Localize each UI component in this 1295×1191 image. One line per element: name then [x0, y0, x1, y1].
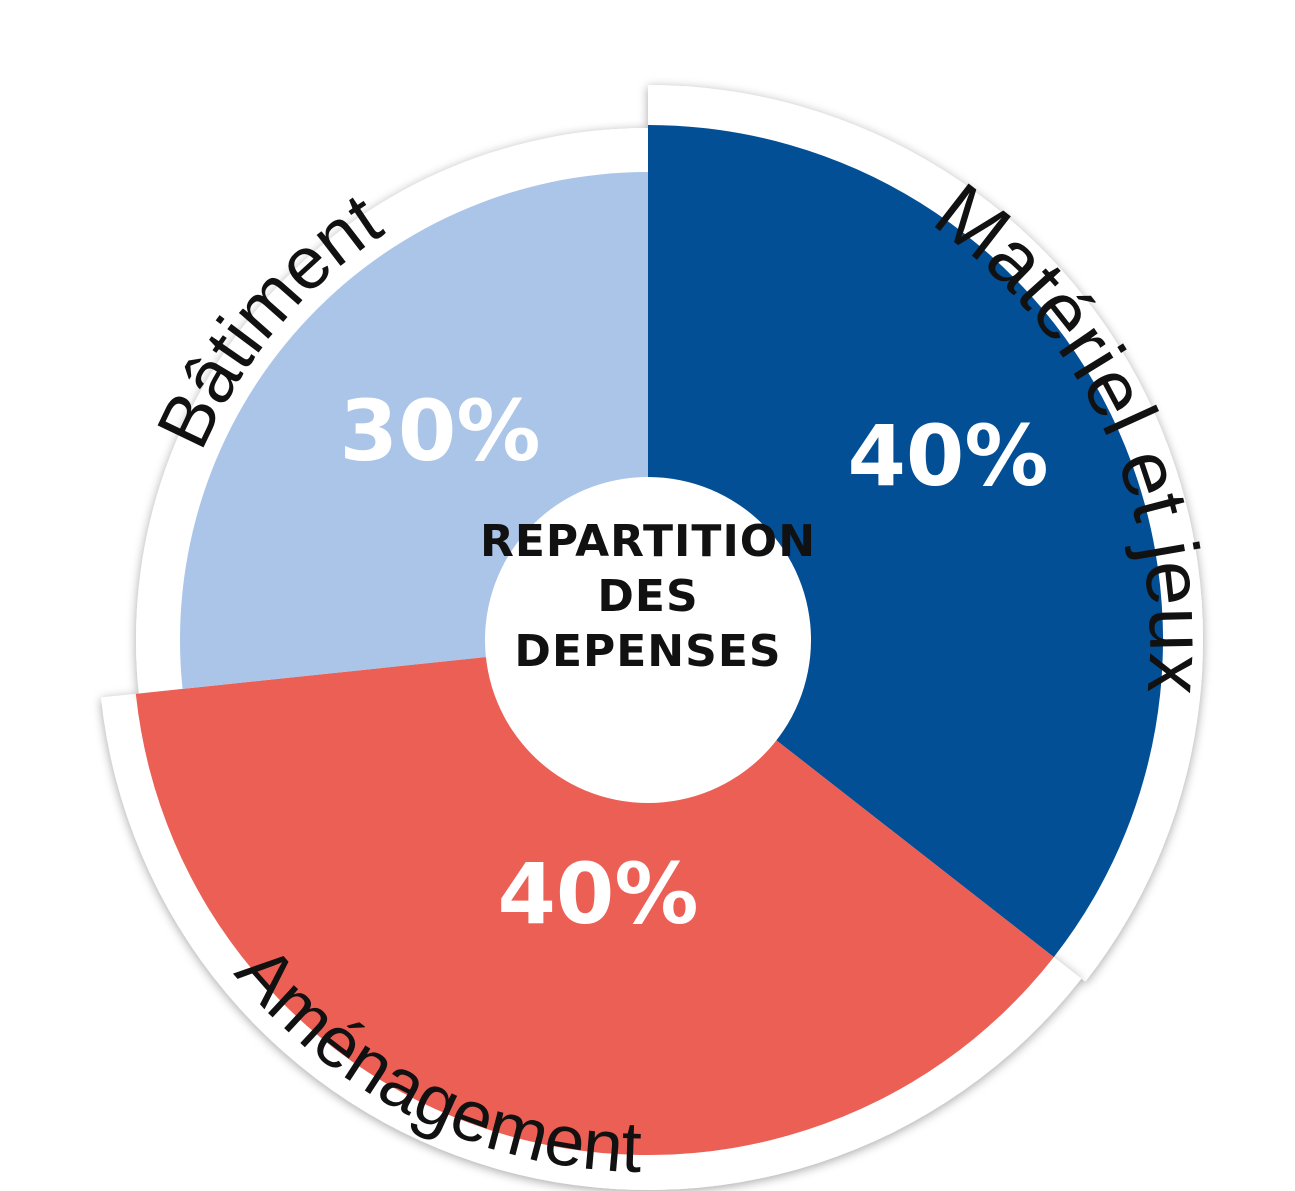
- center-title-line: DEPENSES: [514, 626, 781, 677]
- center-hole: [485, 477, 811, 803]
- percent-label-amenagement: 40%: [497, 845, 698, 943]
- percent-label-batiment: 30%: [339, 382, 540, 480]
- slice-amenagement: [135, 640, 1054, 1156]
- center-title-line: REPARTITION: [480, 516, 816, 567]
- percent-label-materiel-et-jeux: 40%: [847, 407, 1048, 505]
- center-title-line: DES: [597, 571, 698, 622]
- slice-materiel-et-jeux: [648, 125, 1164, 958]
- center-hole-group: [485, 477, 811, 803]
